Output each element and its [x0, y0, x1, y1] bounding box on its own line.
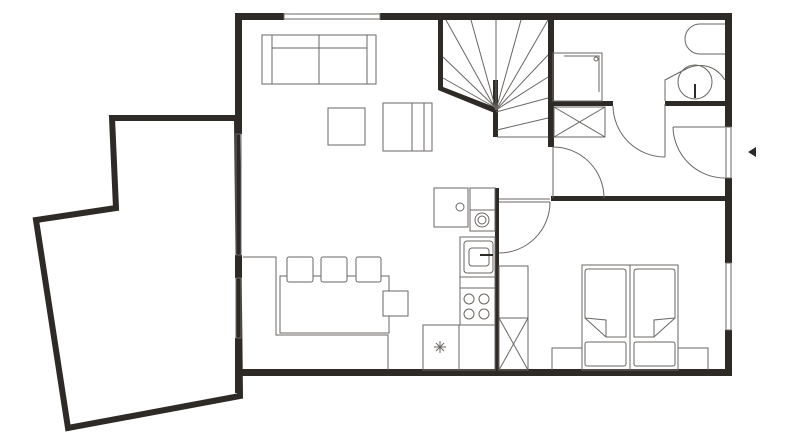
terrace-outline	[32, 115, 244, 432]
bathroom	[552, 23, 726, 102]
chair	[286, 256, 314, 283]
windows	[235, 13, 732, 339]
snowflake-icon	[434, 341, 446, 353]
interior-walls	[438, 20, 728, 372]
window-right	[725, 262, 732, 331]
entrance-opening	[725, 126, 732, 179]
dining-area	[243, 256, 409, 370]
shower	[552, 52, 603, 102]
coffee-table	[327, 107, 366, 146]
window-left-2	[235, 277, 242, 339]
sink	[459, 236, 496, 278]
cooktop	[459, 287, 496, 326]
exterior-walls	[235, 13, 732, 393]
window-top	[283, 13, 381, 20]
armchair	[382, 102, 433, 152]
chair	[355, 256, 382, 283]
staircase	[442, 19, 549, 138]
entrance-arrow-icon	[748, 147, 756, 157]
kitchen	[422, 187, 496, 371]
storage-closet	[553, 106, 606, 138]
double-bed	[551, 264, 709, 371]
chair	[382, 290, 409, 317]
toilet	[684, 23, 725, 55]
dining-table	[279, 275, 390, 334]
chair	[320, 256, 348, 283]
window-left-1	[235, 133, 242, 256]
wardrobe	[498, 265, 529, 371]
sofa	[261, 34, 377, 85]
doors	[498, 104, 726, 254]
